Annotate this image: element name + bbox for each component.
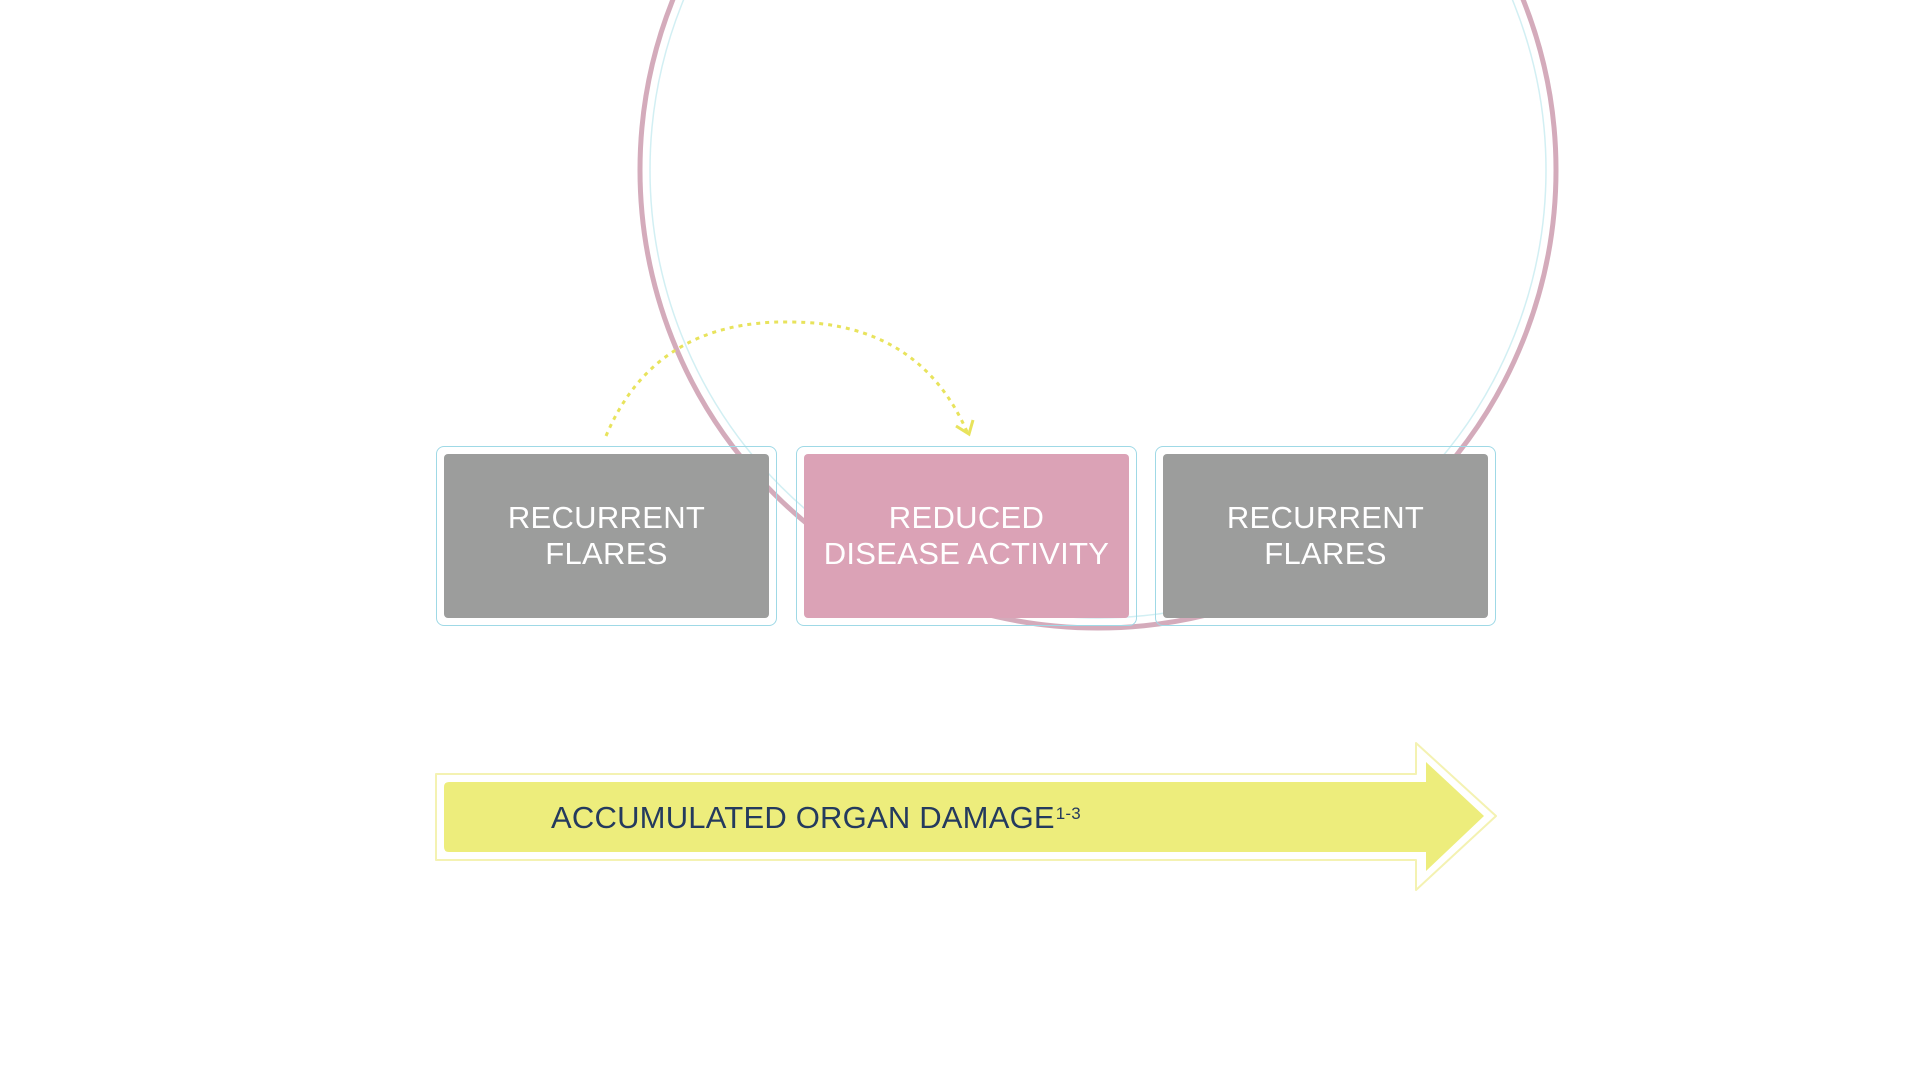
stage-box-fill: RECURRENT FLARES [1163, 454, 1488, 618]
stage-box-label-line1: RECURRENT [507, 500, 706, 535]
highlight-ring-inner [649, 0, 1547, 619]
stage-box-recurrent-flares-1: RECURRENT FLARES [436, 446, 777, 626]
stage-box-reduced-disease-activity: REDUCED DISEASE ACTIVITY [796, 446, 1137, 626]
stage-box-label-line1: RECURRENT [1226, 500, 1425, 535]
stage-box-label-line2: FLARES [545, 536, 668, 571]
stage-box-label: REDUCED DISEASE ACTIVITY [824, 500, 1110, 572]
stage-box-label-line1: REDUCED [888, 500, 1045, 535]
stage-box-fill: RECURRENT FLARES [444, 454, 769, 618]
damage-arrow [444, 762, 1484, 871]
stage-box-label-line2: FLARES [1264, 536, 1387, 571]
stage-box-label: RECURRENT FLARES [1227, 500, 1424, 572]
stage-box-fill: REDUCED DISEASE ACTIVITY [804, 454, 1129, 618]
damage-arrow-text: ACCUMULATED ORGAN DAMAGE [551, 800, 1055, 835]
stage-box-recurrent-flares-2: RECURRENT FLARES [1155, 446, 1496, 626]
stage-box-label-line2: DISEASE ACTIVITY [823, 536, 1110, 571]
stage-box-label: RECURRENT FLARES [508, 500, 705, 572]
damage-arrow-outline [435, 742, 1497, 891]
dashed-cycle-arrow [604, 320, 970, 437]
highlight-ring [637, 0, 1559, 631]
damage-arrow-reference: 1-3 [1055, 804, 1081, 823]
dashed-arrow-head-icon [955, 419, 975, 437]
